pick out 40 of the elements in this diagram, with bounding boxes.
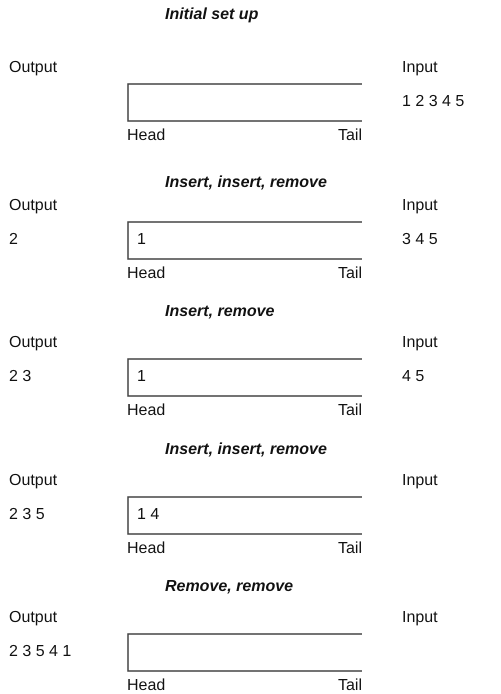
input-label: Input <box>402 59 438 77</box>
output-values: 2 3 <box>9 368 32 386</box>
queue-contents: 1 4 <box>137 506 160 524</box>
head-label: Head <box>127 402 166 420</box>
queue-contents: 1 <box>137 231 146 249</box>
output-label: Output <box>9 197 58 215</box>
input-values: 1 2 3 4 5 <box>402 93 464 111</box>
tail-label: Tail <box>338 677 362 694</box>
output-label: Output <box>9 609 58 627</box>
output-values: 2 <box>9 231 18 249</box>
input-values: 3 4 5 <box>402 231 438 249</box>
output-values: 2 3 5 4 1 <box>9 643 72 661</box>
head-label: Head <box>127 127 166 145</box>
queue-box <box>127 633 362 672</box>
head-label: Head <box>127 265 166 283</box>
input-values: 4 5 <box>402 368 424 386</box>
step-heading: Insert, remove <box>165 303 274 321</box>
queue-contents: 1 <box>137 368 146 386</box>
queue-box <box>127 496 362 535</box>
input-label: Input <box>402 197 438 215</box>
step-heading: Initial set up <box>165 6 258 24</box>
head-label: Head <box>127 677 166 694</box>
tail-label: Tail <box>338 402 362 420</box>
input-label: Input <box>402 334 438 352</box>
tail-label: Tail <box>338 265 362 283</box>
queue-box <box>127 221 362 260</box>
queue-box <box>127 358 362 397</box>
output-label: Output <box>9 472 58 490</box>
output-values: 2 3 5 <box>9 506 45 524</box>
queue-box <box>127 83 362 122</box>
tail-label: Tail <box>338 127 362 145</box>
output-label: Output <box>9 334 58 352</box>
input-label: Input <box>402 472 438 490</box>
output-label: Output <box>9 59 58 77</box>
step-heading: Remove, remove <box>165 578 294 596</box>
tail-label: Tail <box>338 540 362 558</box>
step-heading: Insert, insert, remove <box>165 441 327 459</box>
head-label: Head <box>127 540 166 558</box>
step-heading: Insert, insert, remove <box>165 174 327 192</box>
input-label: Input <box>402 609 438 627</box>
